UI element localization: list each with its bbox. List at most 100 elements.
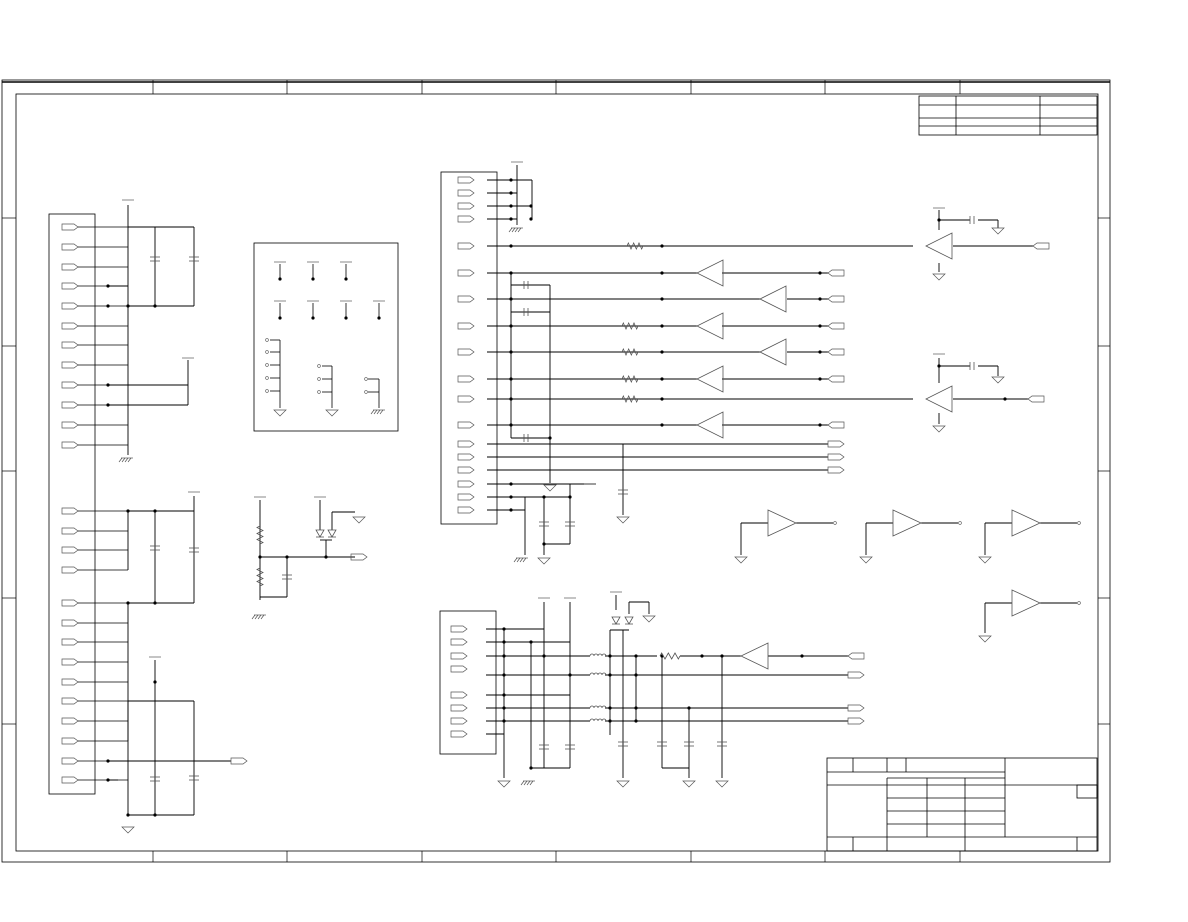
capacitor-icon [523,281,529,289]
connector-pin-icon [827,453,845,461]
junction-dot-icon [106,759,110,763]
junction-dot-icon [568,673,572,677]
junction-dot-icon [509,324,513,328]
junction-dot-icon [660,244,664,248]
connector-pin-icon [847,704,865,712]
junction-dot-icon [502,654,506,658]
connector-pin-icon [847,717,865,725]
junction-dot-icon [608,719,612,723]
connector-pin-icon [827,440,845,448]
connector-pin-icon [457,375,475,383]
connector-pin-icon [61,441,79,449]
buffer-icon [759,285,787,313]
connector-pin-icon [457,348,475,356]
buffer-icon [1011,589,1041,617]
ground-icon [370,409,385,415]
connector-pin-icon [61,507,79,515]
connector-j2-body [440,171,498,525]
junction-dot-icon [660,423,664,427]
buffer-icon [696,259,724,287]
buffer-icon [740,642,769,670]
junction-dot-icon [634,673,638,677]
resistor-icon [621,322,639,330]
jumper-pin [317,390,321,394]
connector-pin-icon [450,691,468,699]
junction-dot-icon [344,316,348,320]
junction-dot-icon [106,284,110,288]
connector-pin-icon [61,757,79,765]
junction-dot-icon [278,316,282,320]
connector-pin-icon [827,348,845,356]
ground-icon [508,227,523,233]
junction-dot-icon [258,555,262,559]
connector-pin-icon [61,302,79,310]
ground-icon [978,556,992,564]
connector-pin-icon [61,243,79,251]
ground-icon [978,635,992,643]
junction-dot-icon [285,555,289,559]
jumper-pin [265,389,269,393]
ground-hatch [529,780,534,786]
junction-dot-icon [106,304,110,308]
junction-dot-icon [126,813,130,817]
connector-pin-icon [457,493,475,501]
junction-dot-icon [106,403,110,407]
jumper-pin [1077,521,1081,525]
ground-icon [616,780,630,788]
buffer-icon [759,338,787,366]
ground-hatch [124,457,129,463]
junction-dot-icon [542,654,546,658]
junction-dot-icon [818,297,822,301]
ground-hatch [520,780,525,786]
ground-icon [251,614,266,620]
jumper-pin [265,338,269,342]
jumper-pin [958,521,962,525]
ground-icon [537,557,551,565]
ground-icon [273,409,287,417]
ground-hatch [260,614,265,620]
resistor-icon [256,567,264,587]
jumper-pin [364,377,368,381]
zone-ticks [2,80,1110,862]
ground-hatch [514,227,519,233]
junction-dot-icon [687,706,691,710]
jumper-config-box [253,242,399,432]
ground-icon [682,780,696,788]
connector-pin-icon [827,322,845,330]
connector-pin-icon [450,638,468,646]
connector-pin-icon [1032,242,1050,250]
connector-j3-body [439,610,497,755]
junction-dot-icon [720,654,724,658]
junction-dot-icon [660,324,664,328]
connector-pin-icon [61,546,79,554]
junction-dot-icon [502,719,506,723]
capacitor-icon [969,216,975,224]
ground-hatch [522,557,527,563]
resistor-icon [621,348,639,356]
ground-icon [932,273,946,281]
ground-icon [121,826,135,834]
junction-dot-icon [509,350,513,354]
ground-icon [715,780,729,788]
connector-pin-icon [450,704,468,712]
junction-dot-icon [153,509,157,513]
ground-hatch [118,457,123,463]
ground-icon [325,409,339,417]
junction-dot-icon [509,495,513,499]
capacitor-icon [565,521,575,527]
connector-pin-icon [457,506,475,514]
inductor-icon [589,718,607,722]
connector-pin-icon [457,466,475,474]
ground-icon [513,557,528,563]
ground-hatch [526,780,531,786]
diode-icon [611,616,621,625]
junction-dot-icon [311,277,315,281]
connector-pin-icon [61,263,79,271]
junction-dot-icon [818,350,822,354]
connector-pin-icon [61,421,79,429]
junction-dot-icon [660,297,664,301]
sheet-border [1,79,1111,863]
capacitor-icon [150,545,160,551]
connector-pin-icon [61,776,79,784]
